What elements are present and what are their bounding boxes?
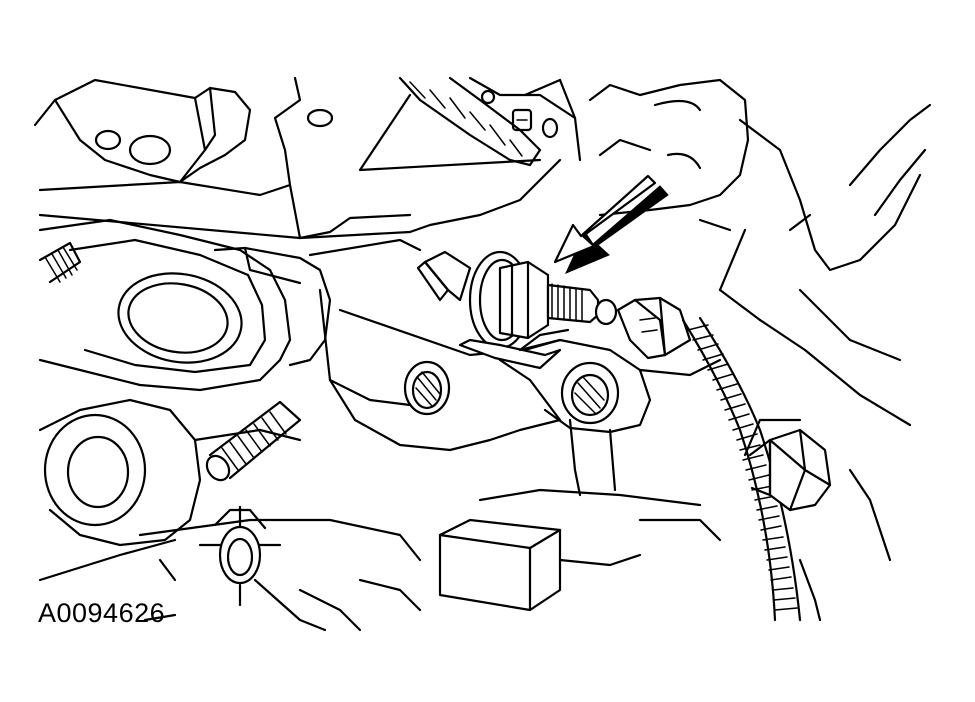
lower-left-stud (205, 400, 302, 482)
lower-left-boss (38, 398, 302, 582)
sensor-connector (616, 296, 692, 360)
right-threaded-boss (523, 338, 722, 434)
top-right-contours (588, 83, 902, 362)
lower-bracket (138, 505, 422, 632)
lower-right-block (438, 418, 892, 622)
timing-chain-area (358, 76, 582, 172)
callout-arrow-icon (553, 174, 669, 274)
sensor-mount-boss (213, 238, 562, 452)
upper-left-stud (38, 241, 82, 284)
upper-mounting-flange (33, 78, 252, 184)
right-upper-housing (408, 78, 932, 427)
wire-harness (681, 316, 802, 622)
block-top-contour (38, 76, 412, 240)
knock-sensor (416, 250, 618, 370)
figure-id-label: A0094626 (38, 598, 166, 628)
right-bolt (743, 418, 832, 512)
gasket-plate (38, 218, 292, 392)
